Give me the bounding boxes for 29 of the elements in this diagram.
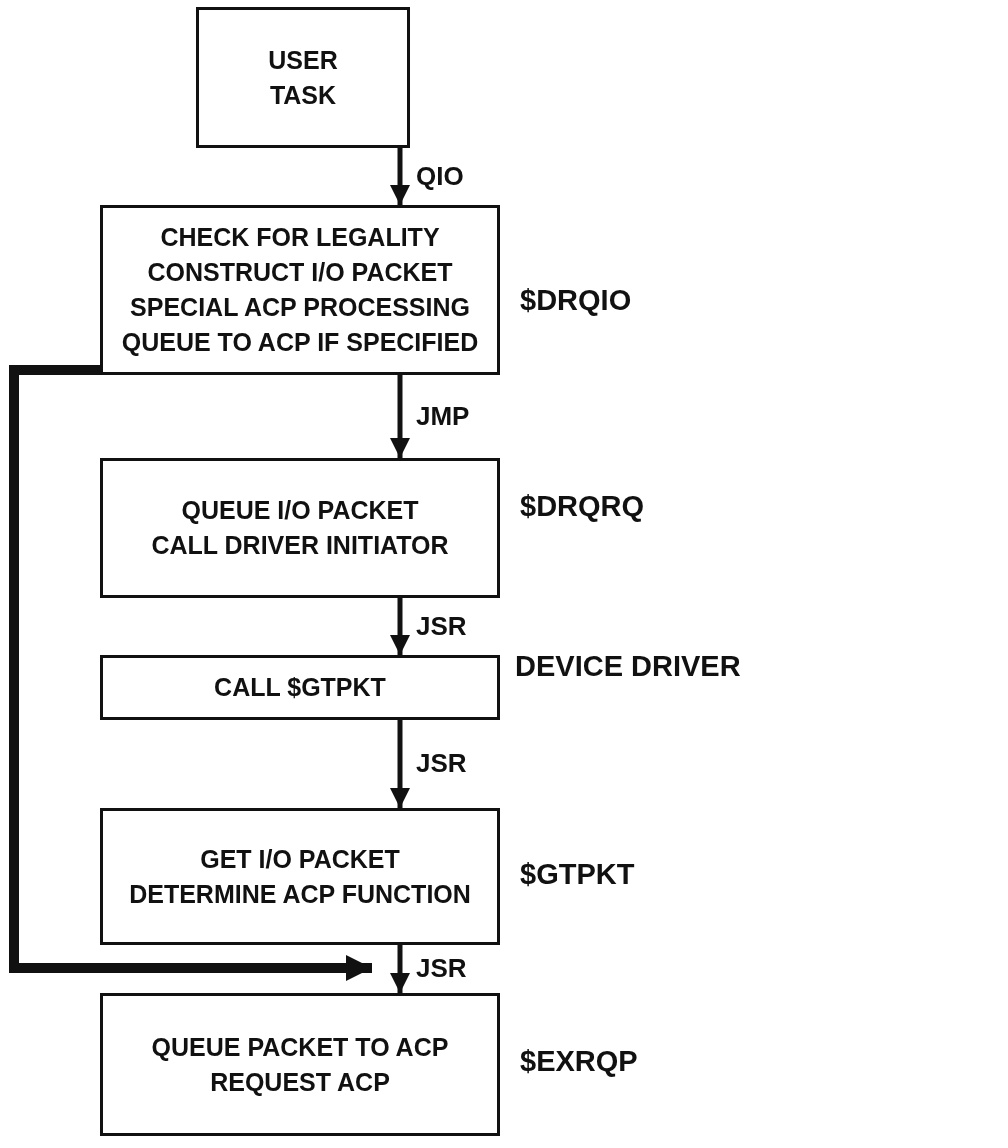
- process-box: [100, 655, 500, 720]
- routine-label: DEVICE DRIVER: [515, 650, 741, 683]
- process-box: [100, 458, 500, 598]
- box-text: QUEUE PACKET TO ACP: [151, 1031, 449, 1063]
- box-text: CHECK FOR LEGALITY: [160, 222, 440, 253]
- routine-label: $GTPKT: [520, 858, 635, 891]
- box-text: USER TASK: [267, 44, 339, 111]
- box-text: QUEUE I/O PACKET: [181, 495, 419, 526]
- arrow: [390, 598, 410, 655]
- box-text: SPECIAL ACP PROCESSING: [130, 292, 470, 323]
- routine-label: $EXRQP: [520, 1045, 638, 1078]
- process-box: [100, 205, 500, 375]
- arrow: [9, 365, 372, 981]
- process-box: [196, 7, 410, 148]
- process-box: [100, 993, 500, 1136]
- arrow: [390, 148, 410, 205]
- box-text: REQUEST ACP: [210, 1066, 390, 1098]
- box-text: CALL DRIVER INITIATOR: [151, 530, 449, 561]
- box-text: DETERMINE ACP FUNCTION: [129, 878, 471, 910]
- process-box: [100, 808, 500, 945]
- box-text: GET I/O PACKET: [200, 843, 400, 875]
- routine-label: $DRQRQ: [520, 490, 645, 523]
- routine-label: $DRQIO: [520, 284, 632, 317]
- box-text: CONSTRUCT I/O PACKET: [147, 257, 453, 288]
- box-text: CALL $GTPKT: [214, 672, 386, 703]
- arrow: [390, 945, 410, 993]
- box-text: QUEUE TO ACP IF SPECIFIED: [121, 327, 479, 358]
- arrow: [390, 375, 410, 458]
- arrow: [390, 720, 410, 808]
